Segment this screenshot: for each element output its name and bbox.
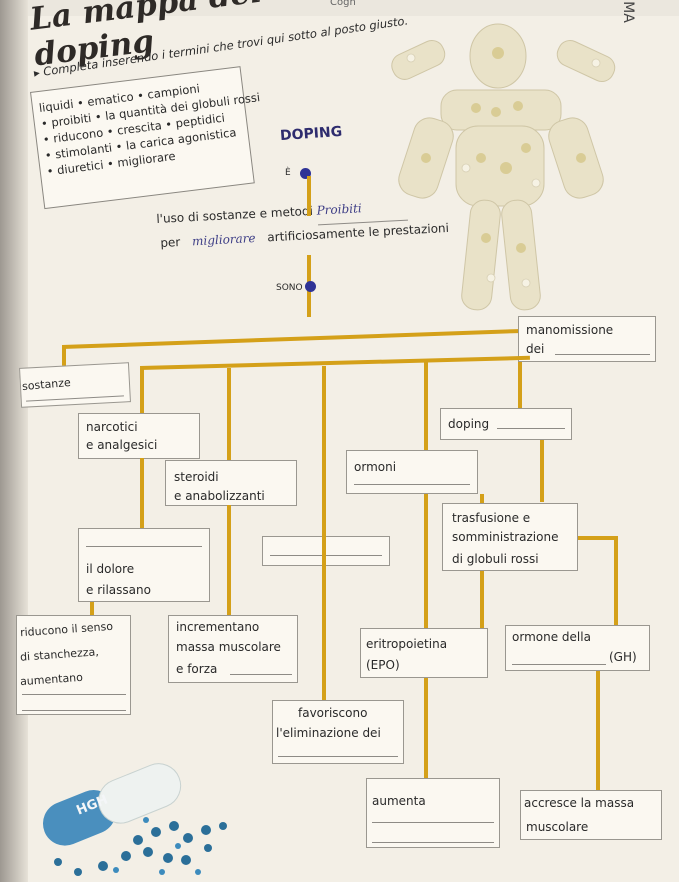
narcotici-box (78, 413, 200, 459)
narcotici-label-1: narcotici (86, 420, 138, 434)
connector-line (322, 446, 326, 536)
incrementano-label-1: incrementano (176, 620, 260, 634)
narcotici-label-2: e analgesici (86, 438, 158, 452)
connector-line (424, 362, 428, 774)
map-node-dot (300, 168, 311, 179)
trasfusione-label-2: somministrazione (452, 530, 559, 544)
blank-box (262, 536, 390, 566)
definition-text-1: l'uso di sostanze e metodi (156, 203, 314, 226)
gh-label-2: (GH) (609, 650, 637, 664)
answer-blank[interactable] (497, 428, 565, 429)
ormoni-label: ormoni (354, 460, 397, 474)
epo-label-2: (EPO) (366, 658, 400, 672)
incrementano-label-2: massa muscolare (176, 640, 281, 654)
gh-box (505, 625, 650, 671)
steroidi-label-1: steroidi (174, 470, 219, 484)
e-label: È (285, 168, 291, 178)
steroidi-box (165, 460, 297, 506)
handwritten-answer-1[interactable]: Proibiti (316, 201, 363, 218)
answer-blank[interactable] (22, 694, 126, 695)
answer-blank[interactable] (372, 822, 494, 823)
dei-label: dei (526, 342, 545, 356)
incrementano-box (168, 615, 298, 683)
connector-line (307, 176, 311, 216)
ormoni-box (346, 450, 478, 494)
aumenta-label: aumenta (372, 794, 426, 808)
word-bank-box: liquidi • ematico • campioni • proibiti … (30, 66, 261, 210)
connector-line (322, 366, 326, 446)
answer-blank[interactable] (354, 484, 470, 485)
accresce-box (520, 790, 662, 840)
favoriscono-label-2: l'eliminazione dei (276, 726, 381, 740)
definition-text-2a: per (160, 234, 181, 250)
gh-label-1: ormone della (512, 630, 591, 644)
epo-box (360, 628, 488, 678)
answer-blank[interactable] (22, 710, 126, 711)
favoriscono-box (272, 700, 404, 764)
connector-line (62, 345, 66, 367)
connector-line (540, 440, 544, 502)
answer-blank[interactable] (278, 756, 398, 757)
connector-line (424, 678, 428, 778)
connector-line (578, 536, 618, 540)
connector-line (518, 362, 522, 412)
capsule-illustration (42, 763, 227, 876)
connector-line (614, 536, 618, 626)
steroidi-label-2: e anabolizzanti (174, 489, 265, 503)
answer-blank[interactable] (86, 546, 202, 547)
trasfusione-label-1: trasfusione e (452, 511, 531, 525)
previous-page-strip (28, 0, 679, 16)
top-text: Cogn (330, 0, 356, 8)
connector-line (227, 368, 231, 462)
connector-line (62, 328, 522, 349)
accresce-label-1: accresce la massa (524, 796, 635, 810)
incrementano-label-3: e forza (176, 662, 218, 676)
accresce-label-2: muscolare (526, 820, 589, 834)
manomissione-label: manomissione (526, 323, 614, 337)
handwritten-answer-2[interactable]: migliorare (191, 231, 256, 249)
doping-box (440, 408, 572, 440)
connector-line (140, 458, 144, 528)
answer-blank[interactable] (555, 354, 650, 355)
dolore-label-2: e rilassano (86, 583, 151, 597)
trasfusione-box (442, 503, 578, 571)
connector-line (140, 355, 530, 370)
connector-line (140, 368, 144, 418)
dolore-box (78, 528, 210, 602)
definition-line-1: l'uso di sostanze e metodi Proibiti (156, 201, 362, 226)
page-fold-shadow (0, 0, 28, 882)
pill-figure-illustration (391, 23, 616, 311)
connector-line (596, 671, 600, 797)
connector-line (322, 536, 326, 700)
answer-blank[interactable] (230, 674, 292, 675)
answer-blank[interactable] (512, 664, 606, 665)
favoriscono-label-1: favoriscono (298, 706, 368, 720)
doping-heading: DOPING (279, 123, 343, 145)
epo-label-1: eritropoietina (366, 637, 448, 651)
connector-line (227, 505, 231, 615)
trasfusione-label-3: di globuli rossi (452, 552, 539, 566)
doping-label: doping (448, 417, 490, 431)
answer-blank[interactable] (372, 842, 494, 843)
answer-blank[interactable] (270, 555, 382, 556)
aumenta-box (366, 778, 500, 848)
sono-label: SONO (276, 283, 303, 293)
connector-line (90, 602, 94, 616)
map-node-dot (305, 281, 316, 292)
dolore-label-1: il dolore (86, 562, 135, 576)
riducono-box (16, 615, 131, 715)
